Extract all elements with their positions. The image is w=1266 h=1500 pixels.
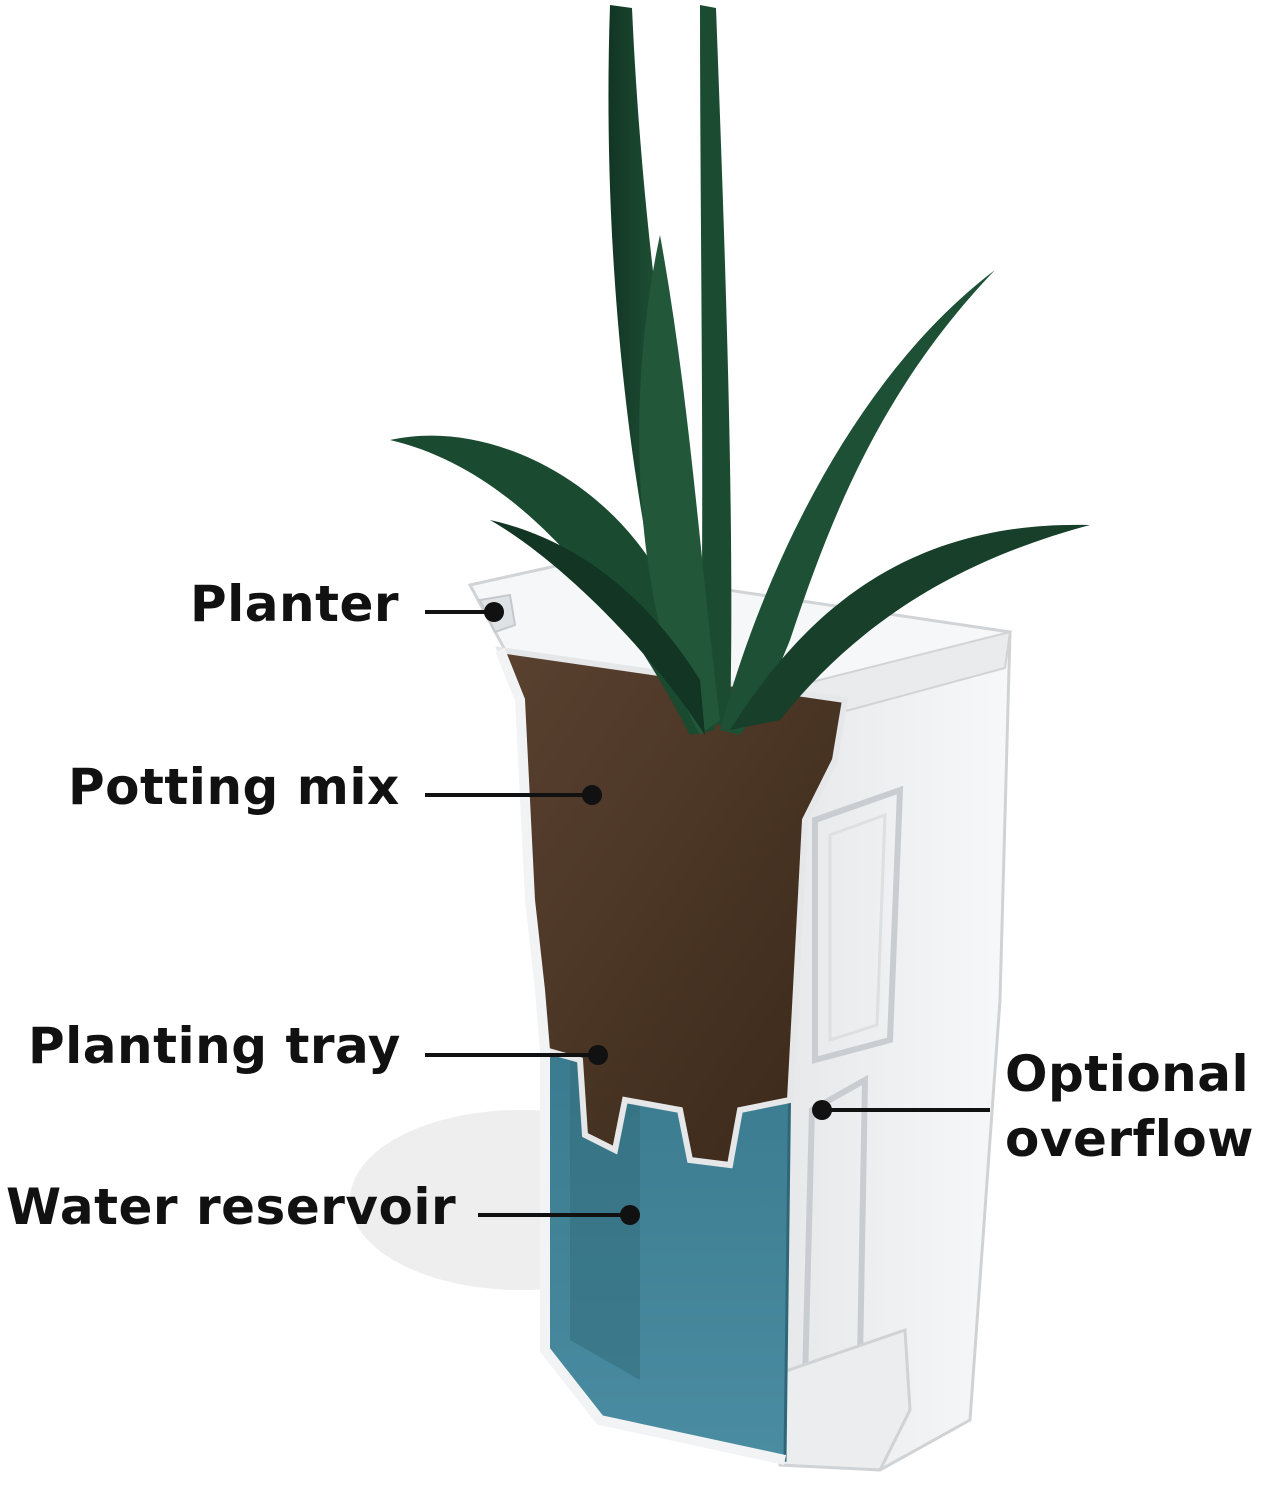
label-planter: Planter bbox=[190, 575, 400, 633]
plant bbox=[390, 5, 1090, 735]
optional-overflow-dot bbox=[812, 1100, 832, 1120]
label-optional-overflow: Optional overflow bbox=[1005, 1042, 1254, 1172]
label-water-reservoir: Water reservoir bbox=[6, 1178, 457, 1236]
potting-mix-dot bbox=[582, 785, 602, 805]
label-optional-overflow-line1: Optional bbox=[1005, 1045, 1250, 1103]
label-potting-mix: Potting mix bbox=[68, 758, 400, 816]
label-planting-tray: Planting tray bbox=[28, 1017, 401, 1075]
label-optional-overflow-line2: overflow bbox=[1005, 1110, 1254, 1168]
water-reservoir-dot bbox=[620, 1205, 640, 1225]
planter-cut-edge bbox=[495, 648, 787, 1465]
planting-tray-dot bbox=[588, 1045, 608, 1065]
leader-lines bbox=[425, 602, 990, 1225]
water-inner-wall bbox=[570, 1060, 640, 1380]
planter-dot bbox=[484, 602, 504, 622]
